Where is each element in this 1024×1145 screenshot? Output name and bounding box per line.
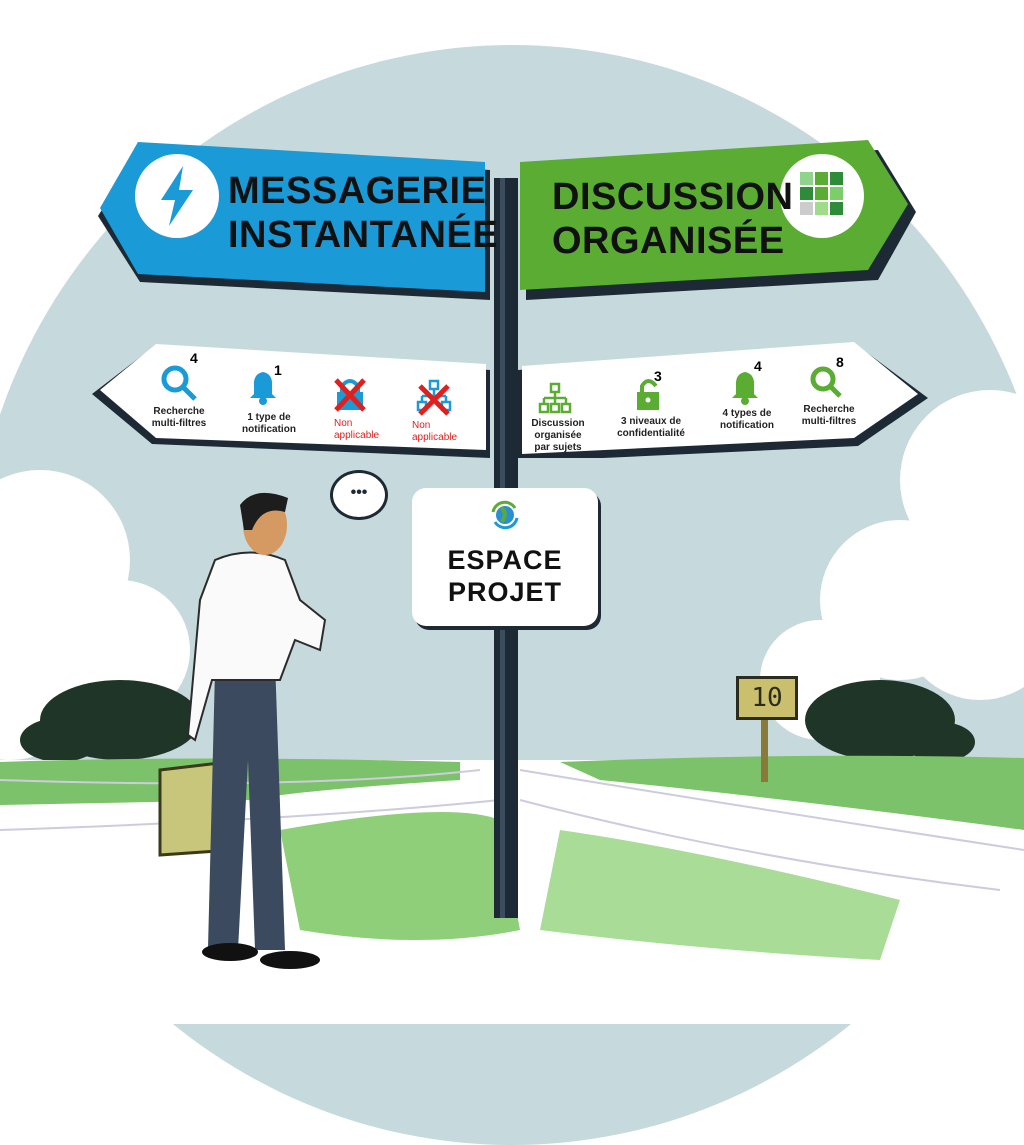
man-figure	[158, 492, 327, 969]
lightning-icon	[135, 154, 219, 238]
speech-bubble: •••	[330, 470, 388, 520]
sign-title-line1: DISCUSSION	[552, 176, 794, 218]
bell-icon	[250, 372, 276, 405]
hierarchy-icon	[538, 382, 572, 414]
sync-icon	[491, 500, 519, 530]
feature-count: 1	[274, 362, 282, 378]
feature-count: 4	[754, 358, 762, 374]
bushes	[20, 680, 975, 762]
landscape	[0, 178, 1024, 1024]
sign-title-line2: INSTANTANÉE	[228, 214, 499, 256]
sign-title-line1: MESSAGERIE	[228, 170, 487, 212]
feature-count: 4	[190, 350, 198, 366]
sign-title-line2: ORGANISÉE	[552, 220, 785, 262]
grid-icon	[780, 154, 864, 238]
unlock-icon	[637, 379, 659, 410]
sign-messagerie-instantanee: MESSAGERIE INSTANTANÉE	[90, 142, 499, 302]
feature-count: 3	[654, 368, 662, 384]
lock-crossed-icon	[334, 378, 366, 412]
feature-count: 8	[836, 354, 844, 370]
distance-marker: 10	[736, 676, 798, 720]
search-icon	[161, 365, 197, 401]
search-icon	[810, 366, 842, 398]
sign-discussion-organisee: DISCUSSION ORGANISÉE	[518, 140, 918, 300]
clouds	[0, 390, 1024, 760]
bell-icon	[732, 372, 758, 405]
hierarchy-crossed-icon	[416, 379, 452, 416]
